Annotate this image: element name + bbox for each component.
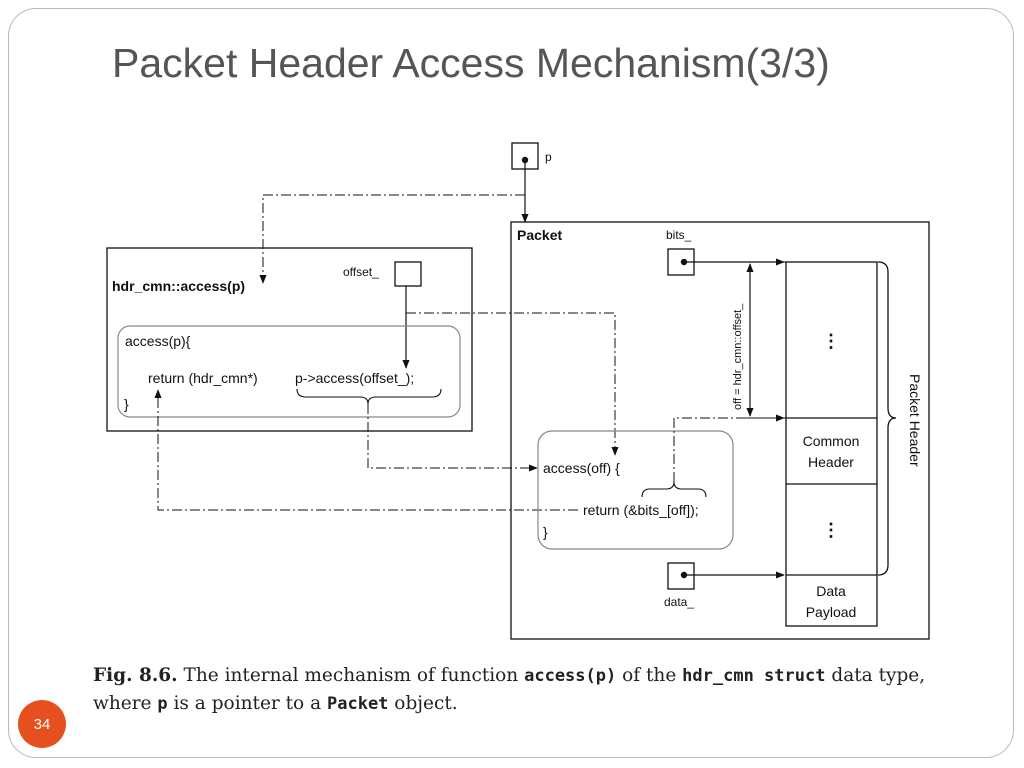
packet-stack [785, 261, 878, 627]
caption-code-p: p [157, 694, 168, 714]
caption-text-5: object. [388, 693, 458, 714]
caption-fig-number: Fig. 8.6. [93, 665, 178, 686]
caption-text-4: is a pointer to a [167, 693, 327, 714]
return-back-arrow [154, 389, 578, 511]
call-to-access-off-arrow [367, 404, 538, 472]
packet-box [510, 221, 930, 640]
stack-dots-top: ⋮ [822, 331, 840, 351]
access-p-code-box [117, 325, 461, 418]
bits-label: bits_ [666, 228, 692, 242]
hdr-cmn-access-box [106, 247, 473, 432]
slide-frame [8, 8, 1014, 758]
code2-return: return (&bits_[off]); [583, 502, 699, 518]
offset-label: off = hdr_cmn::offset_ [732, 303, 744, 410]
code1-return: return (hdr_cmn*) [148, 370, 258, 386]
packet-header-brace [877, 261, 897, 576]
bits-to-common-header-arrow [673, 414, 785, 482]
call-brace [296, 388, 442, 405]
slide-title: Packet Header Access Mechanism(3/3) [112, 40, 830, 86]
packet-title: Packet [517, 227, 562, 243]
page-number-badge: 34 [18, 700, 66, 748]
offset-var-label: offset_ [343, 265, 379, 279]
code1-call: p->access(offset_); [295, 370, 414, 386]
code1-line1: access(p){ [125, 333, 191, 349]
caption-text-3: data type, where [93, 665, 926, 714]
code2-close: } [543, 524, 548, 540]
code2-line1: access(off) { [543, 460, 620, 476]
p-label: p [545, 150, 552, 164]
offset-var-box [394, 261, 422, 287]
code1-close: } [124, 396, 129, 412]
data-payload-line2: Payload [806, 604, 857, 620]
common-header-line2: Header [808, 454, 854, 470]
data-payload-line1: Data [816, 583, 846, 599]
caption-text-2: of the [616, 665, 683, 686]
figure-caption: Fig. 8.6. The internal mechanism of func… [93, 662, 973, 718]
access-off-code-box [537, 430, 734, 550]
common-header-line1: Common [803, 433, 860, 449]
caption-text-1: The internal mechanism of function [177, 665, 525, 686]
caption-code-packet: Packet [327, 694, 389, 714]
data-label: data_ [664, 595, 694, 609]
p-to-access-arrow [259, 194, 525, 284]
hdr-cmn-access-title: hdr_cmn::access(p) [112, 278, 245, 294]
packet-header-label: Packet Header [907, 374, 923, 467]
caption-code-access: access(p) [524, 666, 617, 686]
bits-index-brace [641, 481, 707, 498]
caption-code-struct: hdr_cmn struct [682, 666, 826, 686]
stack-dots-mid: ⋮ [822, 520, 840, 540]
